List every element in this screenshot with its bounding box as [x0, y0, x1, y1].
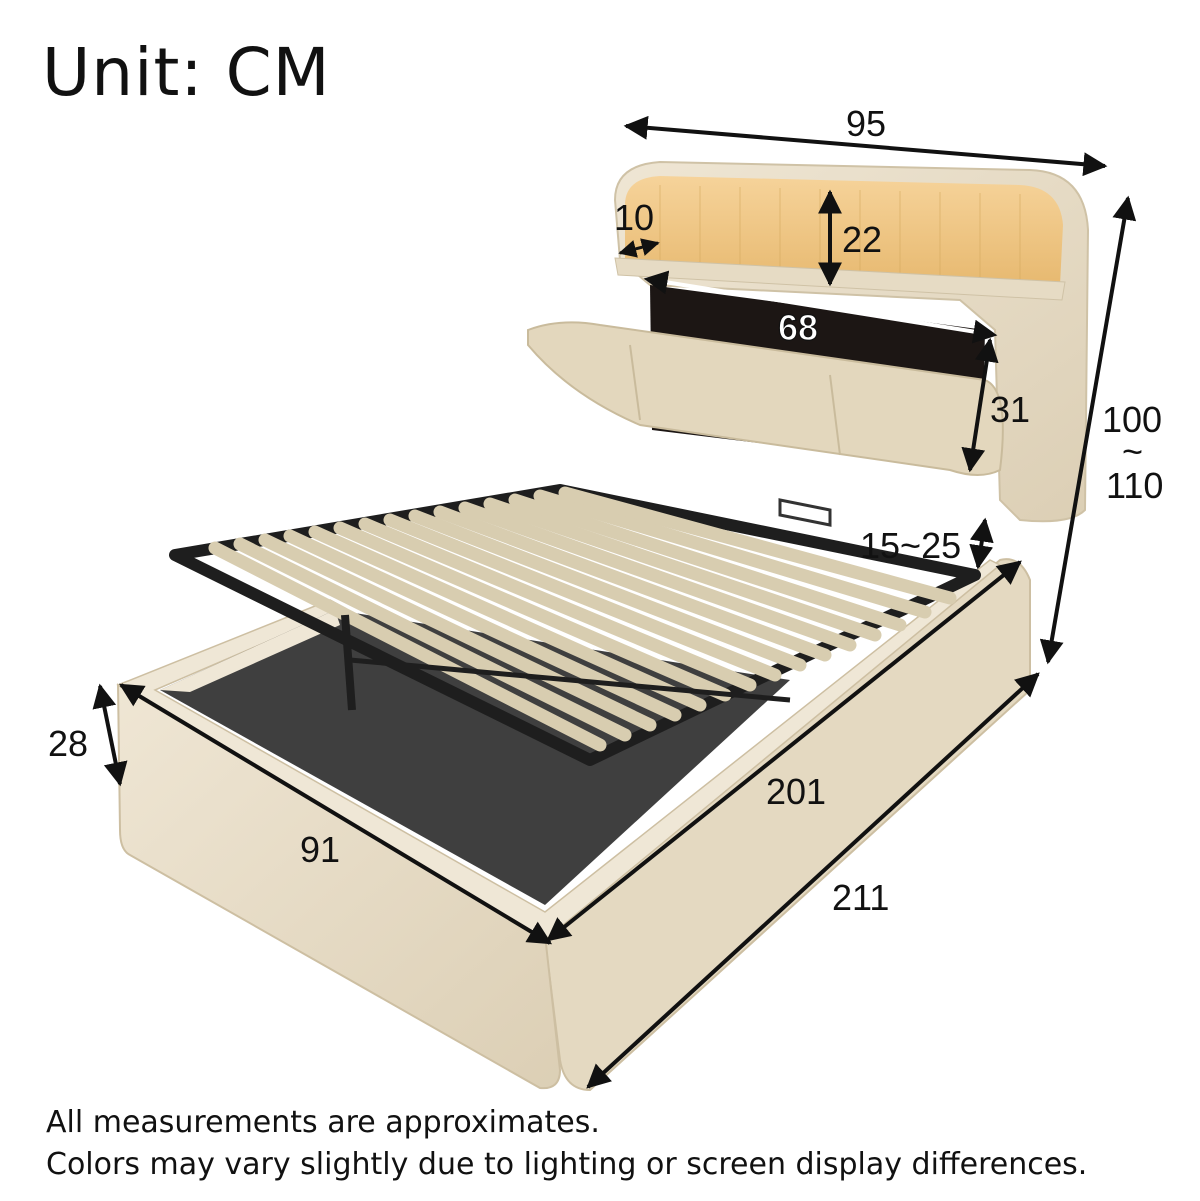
frame-height-label: 28 [48, 723, 88, 764]
width-total-label: 95 [846, 103, 886, 144]
shelf-height-label: 22 [842, 219, 882, 260]
lift-gap-label: 15~25 [860, 525, 961, 566]
storage-height-line [961, 337, 999, 473]
height-total-bottom-label: 110 [1106, 465, 1163, 506]
total-length-label: 211 [832, 877, 889, 918]
bed-frame [116, 558, 1031, 1092]
height-total-sep-label: ~ [1122, 431, 1143, 472]
note-colors: Colors may vary slightly due to lighting… [46, 1147, 1088, 1182]
storage-width-label: 68 [778, 307, 818, 348]
total-length-line [586, 672, 1040, 1089]
shelf-depth-line [618, 238, 660, 258]
inner-width-label: 91 [300, 829, 340, 870]
width-total-line [623, 115, 1108, 177]
inner-width-line [118, 683, 553, 945]
storage-width-line [643, 270, 998, 344]
height-total-top-label: 100 [1102, 399, 1162, 440]
dimension-lines [92, 115, 1137, 1089]
lift-gap-line [969, 517, 994, 570]
note-approximate: All measurements are approximates. [46, 1105, 600, 1140]
led-shelf-niche [625, 176, 1063, 285]
unit-label: Unit: CM [42, 34, 331, 111]
shelf-depth-label: 10 [614, 197, 654, 238]
storage-height-label: 31 [990, 389, 1030, 430]
storage-lid [527, 321, 1004, 476]
height-total-line [1039, 195, 1137, 665]
frame-height-line [92, 683, 128, 787]
inner-length-label: 201 [766, 771, 826, 812]
